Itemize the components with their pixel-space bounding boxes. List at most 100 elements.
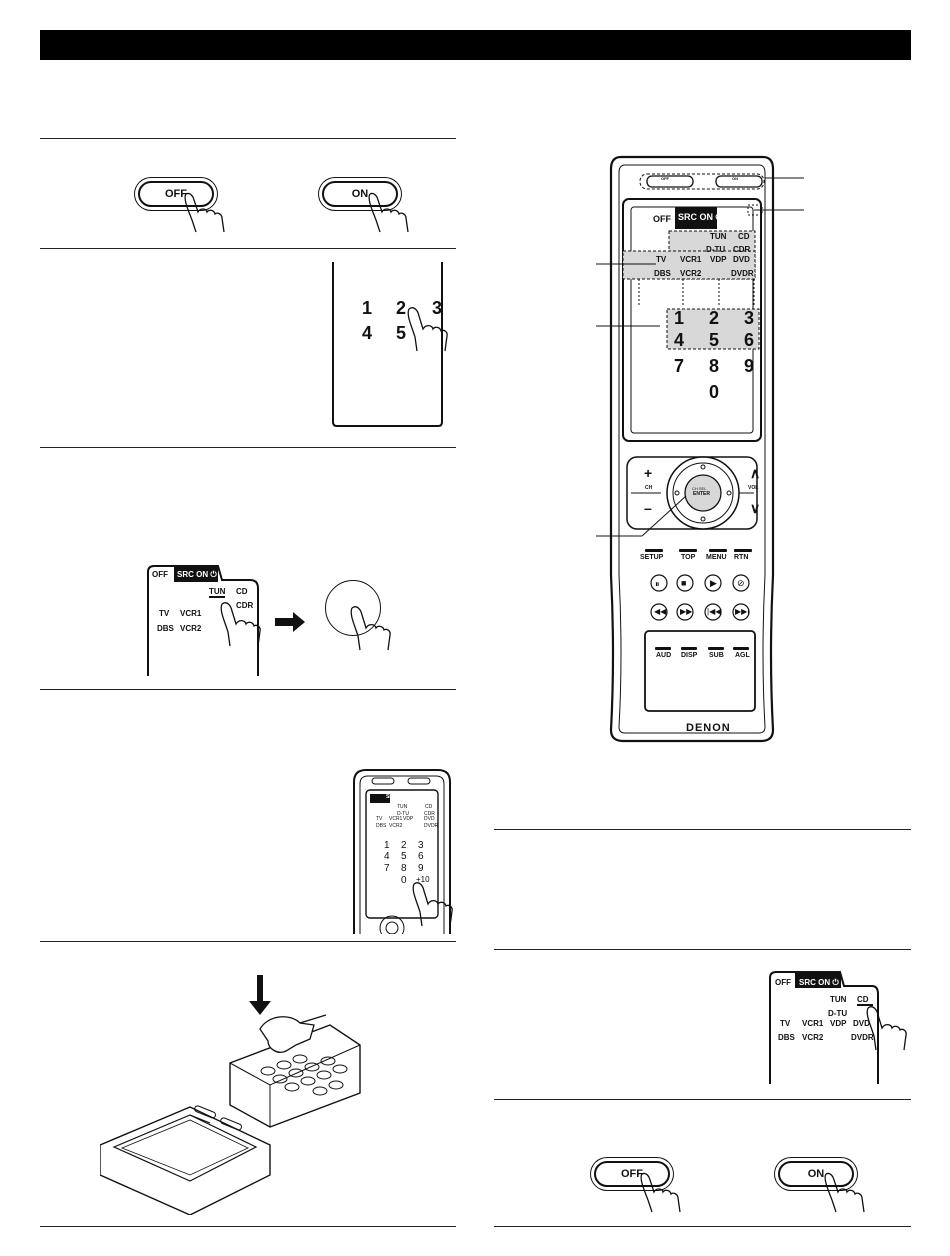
- mini-digit: 0: [401, 875, 407, 886]
- remote-digit-key[interactable]: 1: [674, 308, 685, 328]
- stop-icon[interactable]: ■: [681, 578, 687, 588]
- round-button[interactable]: [325, 580, 381, 636]
- tab-src-on[interactable]: SRC ON ⏻: [177, 570, 217, 580]
- pause-icon[interactable]: ⏸: [655, 579, 660, 589]
- remote-source-key[interactable]: TV: [656, 255, 667, 264]
- hand-press-icon: [412, 882, 453, 927]
- mini-digit: 2: [401, 840, 407, 851]
- remote-source-key[interactable]: DBS: [654, 269, 671, 278]
- source-key[interactable]: CD: [236, 587, 248, 596]
- mini-digit: 6: [418, 851, 424, 862]
- remote-source-key[interactable]: DVD: [733, 255, 750, 264]
- rewind-icon[interactable]: ◀◀: [654, 607, 667, 616]
- source-key[interactable]: DBS: [778, 1033, 795, 1042]
- source-key[interactable]: VCR2: [802, 1033, 824, 1042]
- source-key[interactable]: CD: [857, 995, 869, 1004]
- menu-button[interactable]: MENU: [706, 554, 727, 561]
- remote-tab-src-on[interactable]: SRC ON ⏻: [678, 212, 723, 223]
- digit-key[interactable]: 2: [396, 298, 407, 318]
- rtn-button[interactable]: RTN: [734, 554, 749, 561]
- vol-label: VOL: [748, 485, 759, 491]
- hand-press-icon: [184, 192, 225, 233]
- source-key[interactable]: DVDR: [851, 1033, 874, 1042]
- mini-source: DVD: [424, 816, 435, 822]
- on-button[interactable]: ON: [322, 181, 398, 207]
- remote-tab-src-on-label: SRC ON: [678, 212, 714, 222]
- remote-on-button[interactable]: ON: [732, 176, 738, 181]
- disp-button[interactable]: DISP: [681, 652, 698, 659]
- source-key[interactable]: VCR2: [180, 624, 202, 633]
- source-key[interactable]: TV: [159, 609, 170, 618]
- top-button[interactable]: TOP: [681, 554, 696, 561]
- on-button[interactable]: ON: [778, 1161, 854, 1187]
- source-key[interactable]: VCR1: [802, 1019, 824, 1028]
- digit-key[interactable]: 4: [362, 323, 373, 343]
- play-icon[interactable]: ▶: [710, 578, 717, 588]
- source-key[interactable]: D-TU: [828, 1009, 848, 1018]
- remote-digit-key[interactable]: 3: [744, 308, 755, 328]
- remote-digit-key[interactable]: 9: [744, 356, 755, 376]
- enter-button[interactable]: ENTER: [693, 491, 710, 497]
- remote-source-key[interactable]: D-TU: [706, 245, 726, 254]
- remote-source-key[interactable]: VCR2: [680, 269, 702, 278]
- source-key[interactable]: TUN: [209, 587, 226, 596]
- remote-digit-key[interactable]: 4: [674, 330, 685, 350]
- remote-source-key[interactable]: DVDR: [731, 269, 754, 278]
- source-key[interactable]: VDP: [830, 1019, 847, 1028]
- remote-source-key[interactable]: CD: [738, 232, 750, 241]
- setup-button[interactable]: SETUP: [640, 554, 664, 561]
- ch-up-button[interactable]: +: [644, 465, 653, 481]
- callout-lines: [596, 177, 804, 537]
- remote-digit-key[interactable]: 6: [744, 330, 755, 350]
- section-divider: [40, 1226, 456, 1227]
- mini-source: VCR2: [389, 823, 403, 829]
- source-key[interactable]: DVD: [853, 1019, 870, 1028]
- hand-press-icon: [220, 602, 261, 647]
- mini-digit: 3: [418, 840, 424, 851]
- digit-key[interactable]: 1: [362, 298, 373, 318]
- off-button[interactable]: OFF: [594, 1161, 670, 1187]
- mini-source: DBS: [376, 823, 387, 829]
- remote-digit-key[interactable]: 0: [709, 382, 720, 402]
- remote-source-key[interactable]: VDP: [710, 255, 727, 264]
- hand-press-icon: [824, 1172, 865, 1213]
- remote-digit-key[interactable]: 2: [709, 308, 720, 328]
- tab-off[interactable]: OFF: [775, 978, 791, 987]
- source-key[interactable]: CDR: [236, 601, 254, 610]
- off-button[interactable]: OFF: [138, 181, 214, 207]
- remote-source-key[interactable]: CDR: [733, 245, 751, 254]
- source-key[interactable]: VCR1: [180, 609, 202, 618]
- remote-source-key[interactable]: VCR1: [680, 255, 702, 264]
- section-divider: [494, 1226, 911, 1227]
- source-key[interactable]: TUN: [830, 995, 847, 1004]
- hand-press-icon: [368, 192, 409, 233]
- tab-src-on[interactable]: SRC ON ⏻: [799, 978, 839, 988]
- fast-forward-icon[interactable]: ▶▶: [680, 607, 693, 616]
- header-bar: [40, 30, 911, 60]
- remote-digit-key[interactable]: 7: [674, 356, 685, 376]
- remote-digit-key[interactable]: 5: [709, 330, 720, 350]
- remote-digit-key[interactable]: 8: [709, 356, 720, 376]
- aud-button[interactable]: AUD: [656, 652, 672, 659]
- arrow-right-icon: [275, 612, 305, 632]
- ch-down-button[interactable]: –: [644, 500, 652, 516]
- source-key[interactable]: TV: [780, 1019, 791, 1028]
- skip-forward-icon[interactable]: ▶▶|: [735, 607, 750, 616]
- source-key[interactable]: DBS: [157, 624, 174, 633]
- section-divider: [40, 248, 456, 249]
- off-button-label: OFF: [165, 188, 187, 200]
- digit-key[interactable]: 5: [396, 323, 407, 343]
- tab-off[interactable]: OFF: [152, 570, 168, 579]
- agl-button[interactable]: AGL: [735, 652, 750, 659]
- remote-off-button[interactable]: OFF: [661, 176, 669, 181]
- skip-back-icon[interactable]: |◀◀: [707, 607, 722, 616]
- hand-press-icon: [407, 307, 448, 352]
- vol-down-button[interactable]: ∨: [750, 500, 761, 516]
- digit-key[interactable]: 3: [432, 298, 443, 318]
- sub-button[interactable]: SUB: [709, 652, 724, 659]
- mute-icon[interactable]: ⊘: [737, 578, 745, 588]
- remote-tab-off[interactable]: OFF: [653, 214, 671, 224]
- remote-source-key[interactable]: TUN: [710, 232, 727, 241]
- vol-up-button[interactable]: ∧: [750, 465, 761, 481]
- brand-logo: DENON: [686, 722, 731, 734]
